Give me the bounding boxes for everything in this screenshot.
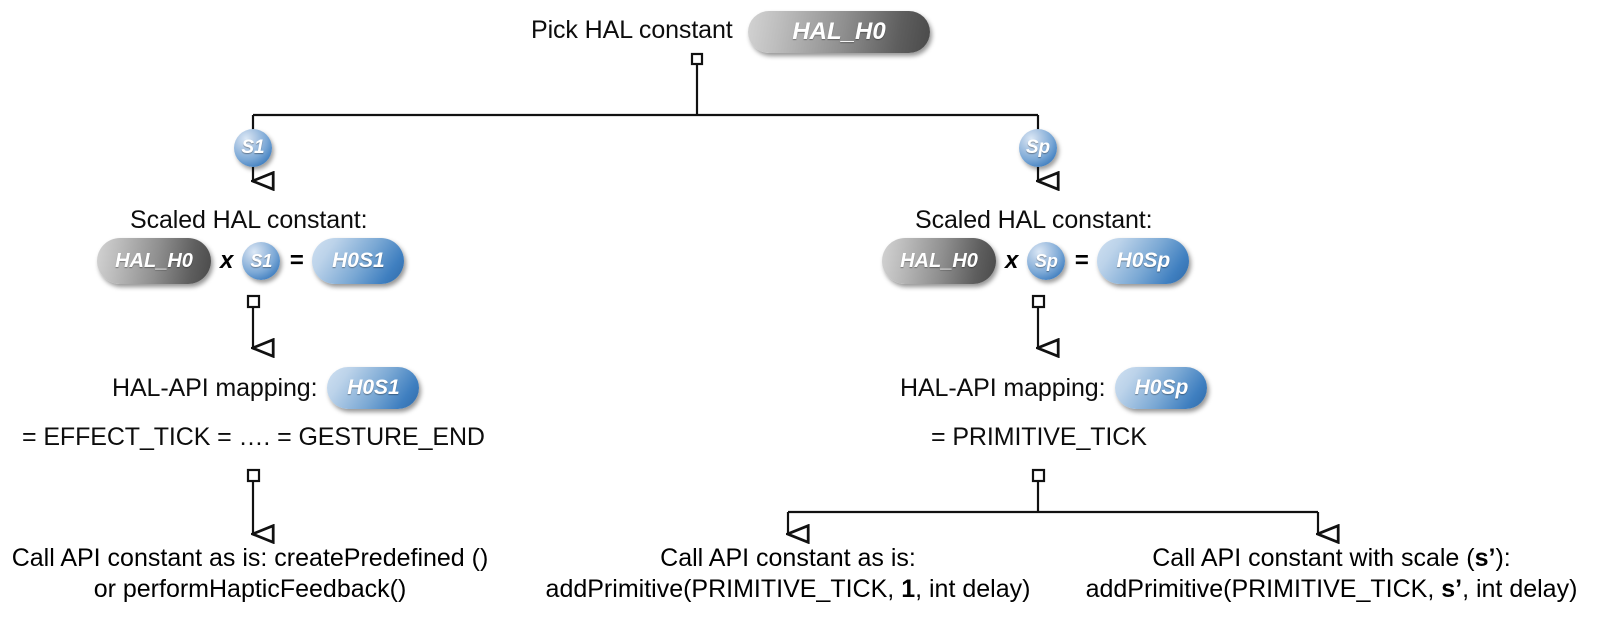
scaled-right-operand-hal[interactable]: HAL_H0 — [882, 238, 996, 284]
scaled-right-equation: HAL_H0 x Sp = H0Sp — [882, 238, 1190, 284]
mapping-right-equation: = PRIMITIVE_TICK — [931, 423, 1147, 451]
leaf-middle-line1: Call API constant as is: — [660, 544, 916, 572]
connector-root-to-branches — [251, 52, 1040, 131]
mapping-left-pill[interactable]: H0S1 — [327, 367, 420, 409]
scaled-left-title: Scaled HAL constant: — [130, 206, 368, 234]
mapping-right-title: HAL-API mapping: — [900, 374, 1106, 402]
leaf-left: Call API constant as is: createPredefine… — [0, 543, 500, 605]
leaf-right: Call API constant with scale (s’): addPr… — [1063, 543, 1600, 605]
root-label: Pick HAL constant — [531, 16, 733, 44]
leaf-right-line1-pre: Call API constant with scale ( — [1152, 544, 1475, 572]
leaf-right-line2-pre: addPrimitive(PRIMITIVE_TICK, — [1085, 575, 1442, 603]
leaf-right-line2-post: , int delay) — [1462, 575, 1578, 603]
leaf-right-scale-symbol: s’ — [1474, 544, 1496, 572]
scaled-left-equation: HAL_H0 x S1 = H0S1 — [97, 238, 405, 284]
mapping-left-title: HAL-API mapping: — [112, 374, 318, 402]
scaled-right-operand-sp[interactable]: Sp — [1027, 242, 1066, 280]
leaf-middle-line2-pre: addPrimitive(PRIMITIVE_TICK, — [545, 575, 902, 603]
mapping-left-row: HAL-API mapping: H0S1 — [112, 367, 420, 409]
branch-badge-s1[interactable]: S1 — [234, 129, 272, 167]
leaf-right-line1-post: ): — [1495, 544, 1511, 572]
scaled-left-equals-op: = — [289, 247, 304, 274]
branch-badge-sp[interactable]: Sp — [1019, 129, 1057, 167]
mapping-right-row: HAL-API mapping: H0Sp — [900, 367, 1208, 409]
leaf-right-scale-value: s’ — [1441, 575, 1463, 603]
mapping-right-pill[interactable]: H0Sp — [1115, 367, 1208, 409]
scaled-right-result[interactable]: H0Sp — [1097, 238, 1190, 284]
connector-mapping-right-to-leaves — [788, 468, 1318, 534]
leaf-middle-line2-post: , int delay) — [915, 575, 1031, 603]
leaf-right-line2: addPrimitive(PRIMITIVE_TICK, s’, int del… — [1063, 574, 1600, 605]
scaled-left-operand-hal[interactable]: HAL_H0 — [97, 238, 211, 284]
leaf-middle-line2: addPrimitive(PRIMITIVE_TICK, 1, int dela… — [528, 574, 1048, 605]
connector-mapping-left-to-leaf — [246, 468, 259, 534]
connector-scaled-right-to-mapping — [1031, 294, 1044, 348]
scaled-right-title: Scaled HAL constant: — [915, 206, 1153, 234]
mapping-left-equation: = EFFECT_TICK = …. = GESTURE_END — [22, 423, 485, 451]
scaled-left-operand-s1[interactable]: S1 — [242, 242, 281, 280]
scaled-right-equals-op: = — [1074, 247, 1089, 274]
connector-scaled-left-to-mapping — [246, 294, 259, 348]
scaled-left-multiply-op: x — [220, 247, 234, 274]
leaf-left-line2: or performHapticFeedback() — [93, 575, 407, 603]
scaled-right-multiply-op: x — [1005, 247, 1019, 274]
node-hal-constant-root[interactable]: HAL_H0 — [748, 11, 930, 53]
leaf-left-line1: Call API constant as is: createPredefine… — [11, 544, 489, 572]
leaf-middle: Call API constant as is: addPrimitive(PR… — [528, 543, 1048, 605]
scaled-left-result[interactable]: H0S1 — [312, 238, 405, 284]
leaf-right-line1: Call API constant with scale (s’): — [1063, 543, 1600, 574]
leaf-middle-scale-value: 1 — [901, 575, 916, 603]
